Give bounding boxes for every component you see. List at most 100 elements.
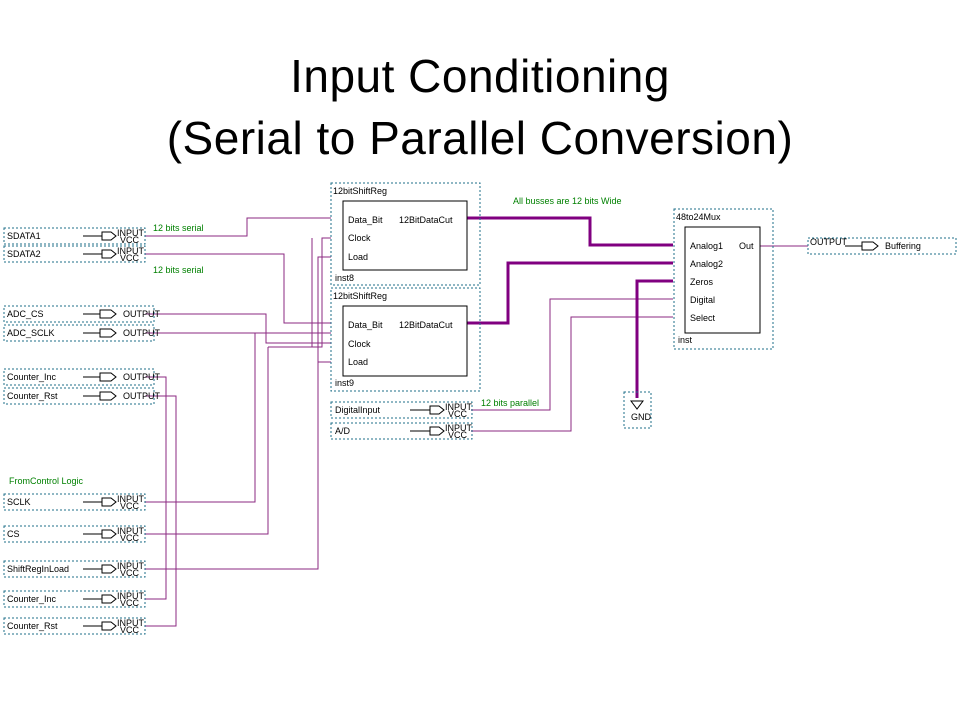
svg-text:VCC: VCC — [448, 430, 468, 440]
shift-reg-top-out: 12BitDataCut — [399, 215, 453, 225]
gnd-label: GND — [631, 412, 652, 422]
shift-register-top: 12bitShiftReg Data_Bit Clock Load 12BitD… — [330, 182, 481, 286]
pin-cs: CS INPUT VCC — [3, 525, 146, 543]
svg-text:INPUT: INPUT — [117, 591, 145, 601]
wires — [145, 217, 808, 627]
input-pin-icon — [101, 249, 117, 259]
gnd-icon — [630, 400, 644, 410]
svg-text:INPUT: INPUT — [117, 228, 145, 238]
output-pin-icon — [99, 391, 117, 401]
input-pin-icon — [101, 621, 117, 631]
annotation-serial-top: 12 bits serial — [153, 223, 204, 233]
input-pin-icon — [101, 497, 117, 507]
svg-text:CS: CS — [7, 529, 20, 539]
svg-text:VCC: VCC — [120, 253, 140, 263]
pin-sdata2: SDATA2 INPUT VCC — [3, 245, 146, 263]
svg-text:Counter_Rst: Counter_Rst — [7, 391, 58, 401]
title-line-1: Input Conditioning — [290, 50, 670, 102]
mux-port-digital: Digital — [690, 295, 715, 305]
output-pin-icon — [861, 241, 879, 251]
shift-reg-top-inst: inst8 — [335, 273, 354, 283]
mux-inst: inst — [678, 335, 693, 345]
pin-adc-cs: ADC_CS OUTPUT — [3, 305, 161, 323]
shift-reg-top-port-data: Data_Bit — [348, 215, 383, 225]
annotation-control-logic: FromControl Logic — [9, 476, 84, 486]
output-pin-icon — [99, 328, 117, 338]
gnd-symbol: GND — [623, 391, 652, 429]
svg-text:INPUT: INPUT — [117, 561, 145, 571]
svg-text:INPUT: INPUT — [117, 526, 145, 536]
svg-text:OUTPUT: OUTPUT — [123, 309, 161, 319]
input-pin-icon — [101, 564, 117, 574]
shift-reg-bottom-inst: inst9 — [335, 378, 354, 388]
pin-adc-sclk: ADC_SCLK OUTPUT — [3, 324, 161, 342]
input-pin-icon — [101, 529, 117, 539]
svg-text:OUTPUT: OUTPUT — [123, 372, 161, 382]
svg-text:ADC_SCLK: ADC_SCLK — [7, 328, 55, 338]
svg-text:VCC: VCC — [120, 533, 140, 543]
shift-reg-top-type: 12bitShiftReg — [333, 186, 387, 196]
input-pin-icon — [101, 231, 117, 241]
annotation-parallel: 12 bits parallel — [481, 398, 539, 408]
annotation-serial-bottom: 12 bits serial — [153, 265, 204, 275]
output-buffering: OUTPUT Buffering — [807, 237, 957, 255]
mux-type: 48to24Mux — [676, 212, 721, 222]
mux-block: 48to24Mux Analog1 Analog2 Zeros Digital … — [673, 208, 774, 350]
shift-reg-bottom-port-load: Load — [348, 357, 368, 367]
pin-counter-inc-out: Counter_Inc OUTPUT — [3, 368, 161, 386]
busses — [467, 216, 673, 398]
shift-reg-bottom-out: 12BitDataCut — [399, 320, 453, 330]
annotations: 12 bits serial 12 bits serial All busses… — [9, 196, 622, 486]
shift-reg-top-port-load: Load — [348, 252, 368, 262]
svg-text:VCC: VCC — [120, 235, 140, 245]
svg-text:OUTPUT: OUTPUT — [123, 328, 161, 338]
pin-counter-inc-in: Counter_Inc INPUT VCC — [3, 590, 146, 608]
annotation-busses: All busses are 12 bits Wide — [513, 196, 622, 206]
pin-sclk: SCLK INPUT VCC — [3, 493, 146, 511]
mux-out: Out — [739, 241, 754, 251]
svg-text:INPUT: INPUT — [445, 423, 473, 433]
pin-counter-rst-out: Counter_Rst OUTPUT — [3, 387, 161, 405]
pin-digital-input: DigitalInput INPUT VCC — [330, 401, 473, 419]
title-line-2: (Serial to Parallel Conversion) — [166, 112, 794, 164]
mux-port-zeros: Zeros — [690, 277, 714, 287]
shift-reg-bottom-port-data: Data_Bit — [348, 320, 383, 330]
svg-text:ADC_CS: ADC_CS — [7, 309, 44, 319]
output-pin-icon — [99, 372, 117, 382]
pin-counter-rst-in: Counter_Rst INPUT VCC — [3, 617, 146, 635]
mux-port-select: Select — [690, 313, 716, 323]
svg-text:INPUT: INPUT — [117, 494, 145, 504]
svg-text:A/D: A/D — [335, 426, 351, 436]
shift-reg-top-port-clock: Clock — [348, 233, 371, 243]
shift-register-bottom: 12bitShiftReg Data_Bit Clock Load 12BitD… — [330, 287, 481, 392]
svg-text:VCC: VCC — [120, 568, 140, 578]
svg-text:ShiftRegInLoad: ShiftRegInLoad — [7, 564, 69, 574]
svg-text:INPUT: INPUT — [117, 246, 145, 256]
input-pin-icon — [429, 405, 445, 415]
shift-reg-bottom-port-clock: Clock — [348, 339, 371, 349]
pin-shift-reg-in-load: ShiftRegInLoad INPUT VCC — [3, 560, 146, 578]
svg-text:VCC: VCC — [120, 501, 140, 511]
shift-reg-bottom-type: 12bitShiftReg — [333, 291, 387, 301]
pin-ad: A/D INPUT VCC — [330, 422, 473, 440]
svg-text:Counter_Inc: Counter_Inc — [7, 372, 57, 382]
svg-text:OUTPUT: OUTPUT — [810, 237, 848, 247]
svg-text:VCC: VCC — [120, 625, 140, 635]
svg-text:VCC: VCC — [120, 598, 140, 608]
svg-text:SDATA1: SDATA1 — [7, 231, 41, 241]
svg-text:Counter_Rst: Counter_Rst — [7, 621, 58, 631]
output-pin-icon — [99, 309, 117, 319]
input-pin-icon — [429, 426, 445, 436]
pin-sdata1: SDATA1 INPUT VCC — [3, 227, 146, 245]
svg-text:DigitalInput: DigitalInput — [335, 405, 381, 415]
svg-text:SDATA2: SDATA2 — [7, 249, 41, 259]
input-pin-icon — [101, 594, 117, 604]
svg-text:SCLK: SCLK — [7, 497, 31, 507]
svg-text:VCC: VCC — [448, 409, 468, 419]
mux-port-analog1: Analog1 — [690, 241, 723, 251]
svg-text:Counter_Inc: Counter_Inc — [7, 594, 57, 604]
mux-port-analog2: Analog2 — [690, 259, 723, 269]
svg-text:Buffering: Buffering — [885, 241, 921, 251]
